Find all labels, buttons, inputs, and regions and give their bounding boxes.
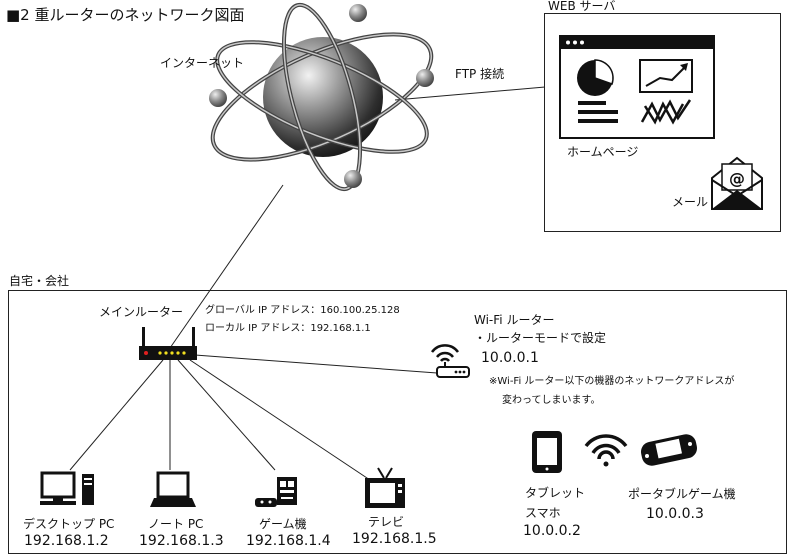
- web-server-box: [544, 13, 781, 232]
- line-chart-icon: [639, 59, 693, 93]
- diagram-title: ■2 重ルーターのネットワーク図面: [6, 6, 245, 24]
- line-router-to-game-console: [177, 359, 276, 471]
- tv-icon: [365, 467, 405, 508]
- wifi-router-ip: 10.0.0.1: [481, 350, 539, 366]
- tablet-icon: [532, 431, 562, 473]
- desktop-pc-ip: 192.168.1.2: [24, 533, 109, 549]
- portable-game-name: ポータブルゲーム機: [628, 487, 736, 501]
- homepage-label: ホームページ: [567, 145, 639, 159]
- portable-game-icon: [640, 434, 698, 466]
- homepage-browser-icon: [559, 35, 715, 139]
- ftp-connection-label: FTP 接続: [455, 67, 505, 81]
- wifi-router-mode: ・ルーターモードで設定: [474, 331, 607, 345]
- smartphone-name: スマホ: [525, 506, 561, 520]
- mail-label: メール: [672, 195, 709, 209]
- local-ip-label: ローカル IP アドレス：192.168.1.1: [205, 323, 371, 334]
- line-internet-to-webserver: [394, 86, 546, 101]
- internet-globe-icon: [209, 2, 434, 192]
- mail-envelope-icon: @: [711, 156, 763, 210]
- line-router-to-wifi-router: [194, 354, 438, 374]
- line-internet-to-main-router: [169, 184, 284, 349]
- tv-name: テレビ: [368, 515, 405, 529]
- main-router-icon: [139, 327, 197, 360]
- desktop-pc-name: デスクトップ PC: [23, 517, 115, 531]
- tv-ip: 192.168.1.5: [352, 531, 437, 547]
- wifi-router-label: Wi-Fi ルーター: [474, 313, 555, 327]
- line-router-to-tv: [189, 359, 371, 481]
- line-router-to-desktop: [69, 359, 164, 471]
- home-office-label: 自宅・会社: [9, 274, 70, 288]
- wifi-note-line1: ※Wi-Fi ルーター以下の機器のネットワークアドレスが: [489, 376, 735, 387]
- game-console-ip: 192.168.1.4: [246, 533, 331, 549]
- game-console-name: ゲーム機: [259, 517, 307, 531]
- laptop-ip: 192.168.1.3: [139, 533, 224, 549]
- game-console-icon: [255, 477, 297, 507]
- desktop-pc-icon: [40, 471, 94, 505]
- stock-chart-icon: [640, 99, 692, 125]
- smartphone-ip: 10.0.0.2: [523, 523, 581, 539]
- main-router-label: メインルーター: [99, 305, 184, 319]
- web-server-label: WEB サーバ: [548, 0, 616, 13]
- laptop-icon: [150, 471, 196, 507]
- home-office-box: [8, 290, 787, 554]
- pie-chart-icon: [577, 59, 614, 96]
- tablet-name: タブレット: [525, 486, 586, 500]
- portable-game-ip: 10.0.0.3: [646, 506, 704, 522]
- laptop-name: ノート PC: [148, 517, 204, 531]
- wifi-note-line2: 変わってしまいます。: [502, 395, 601, 406]
- svg-text:@: @: [729, 169, 745, 188]
- wifi-signal-icon: [584, 434, 628, 467]
- text-lines-icon: [578, 101, 618, 123]
- connection-lines: [69, 86, 546, 481]
- internet-label: インターネット: [160, 56, 245, 70]
- wifi-router-icon: [430, 344, 470, 378]
- global-ip-label: グローバル IP アドレス：160.100.25.128: [205, 305, 400, 316]
